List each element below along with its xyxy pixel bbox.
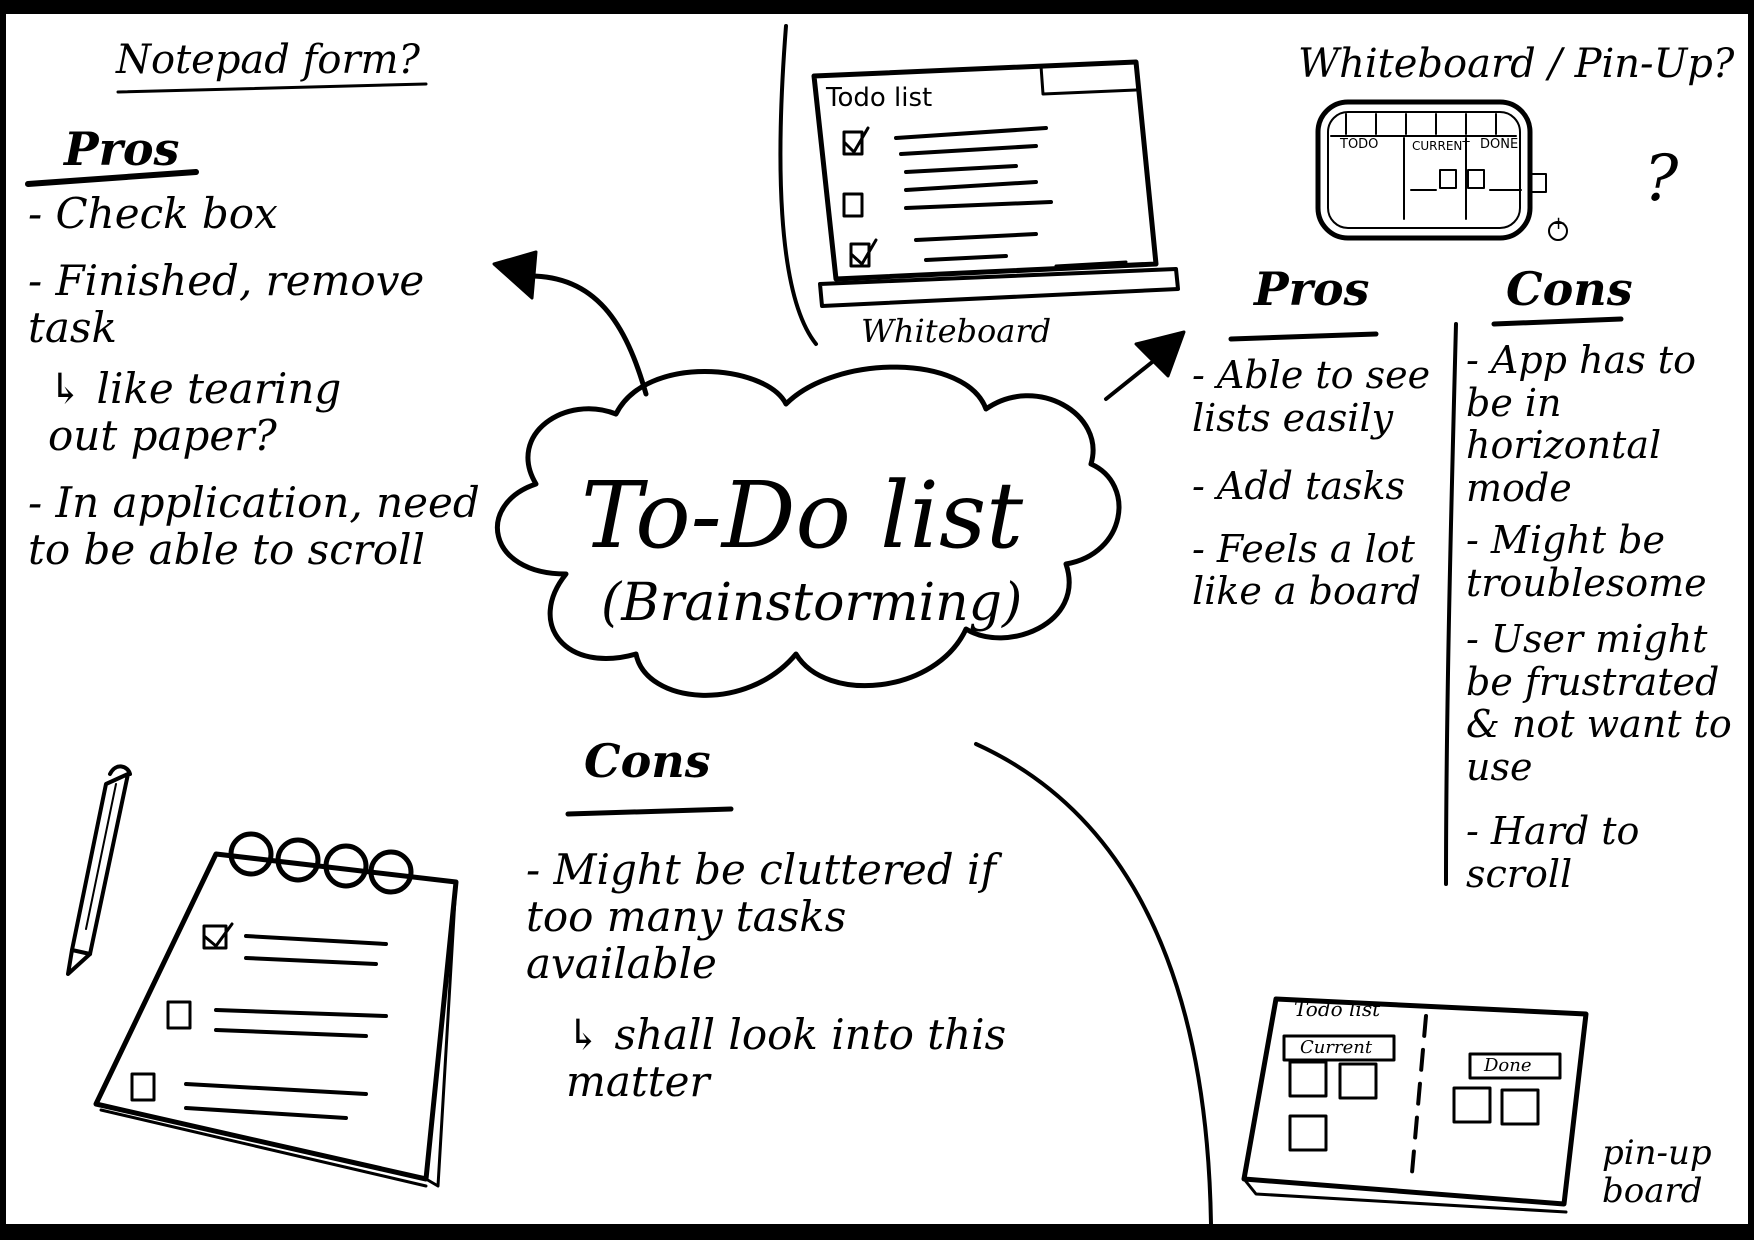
notepad-cons-header: Cons bbox=[584, 734, 711, 788]
whiteboard-con-item: - Might be troublesome bbox=[1466, 518, 1707, 605]
notepad-con-item: ↳ shall look into this matter bbox=[566, 1010, 1007, 1107]
notepad-cons-underline bbox=[565, 806, 734, 817]
sketch-drawings bbox=[25, 24, 1624, 1224]
whiteboard-question: Whiteboard / Pin-Up? bbox=[1298, 41, 1735, 87]
whiteboard-laptop-sketch bbox=[811, 59, 1180, 308]
whiteboard-cons-header: Cons bbox=[1506, 262, 1633, 316]
notepad-con-item: - Might be cluttered if too many tasks a… bbox=[526, 845, 996, 989]
notepad-pros-underline bbox=[25, 169, 199, 187]
whiteboard-pros-list: - Able to see lists easily - Add tasks -… bbox=[1192, 354, 1432, 613]
whiteboard-tablet-sketch bbox=[1315, 99, 1568, 241]
wb-cons-underline bbox=[1491, 316, 1624, 327]
whiteboard-pros-header: Pros bbox=[1254, 262, 1370, 316]
arrow-to-whiteboard-head bbox=[1134, 330, 1186, 378]
whiteboard-boundary bbox=[778, 24, 818, 346]
notepad-sketch bbox=[93, 831, 459, 1188]
arrow-to-whiteboard bbox=[1104, 357, 1158, 401]
notepad-pro-item: - In application, need to be able to scr… bbox=[28, 478, 480, 575]
notepad-question: Notepad form? bbox=[116, 37, 420, 83]
pinup-board-sketch bbox=[1241, 996, 1589, 1214]
whiteboard-canvas: Notepad form? Pros - Check box - Finishe… bbox=[6, 14, 1748, 1224]
pros-cons-divider bbox=[1444, 322, 1458, 886]
whiteboard-pro-item: - Add tasks bbox=[1192, 464, 1406, 509]
whiteboard-cons-list: - App has to be in horizontal mode - Mig… bbox=[1466, 339, 1746, 896]
tablet-add-icon: + bbox=[1551, 213, 1567, 234]
whiteboard-question-mark: ? bbox=[1644, 142, 1679, 216]
whiteboard-pro-item: - Able to see lists easily bbox=[1192, 353, 1431, 440]
tablet-col-current: CURRENT bbox=[1412, 139, 1470, 153]
center-subtitle: (Brainstorming) bbox=[601, 573, 1023, 633]
whiteboard-con-item: - User might be frustrated & not want to… bbox=[1466, 617, 1732, 789]
pinup-col-current: Current bbox=[1300, 1037, 1373, 1058]
notepad-cons-list: - Might be cluttered if too many tasks a… bbox=[526, 846, 1046, 1105]
pinup-col-done: Done bbox=[1484, 1055, 1532, 1076]
notepad-pros-header: Pros bbox=[64, 122, 180, 176]
arrow-to-notepad-head bbox=[492, 250, 538, 300]
whiteboard-con-item: - App has to be in horizontal mode bbox=[1466, 338, 1696, 510]
notepad-pro-item: ↳ like tearing out paper? bbox=[48, 364, 342, 461]
tablet-col-todo: TODO bbox=[1340, 137, 1379, 152]
pen-sketch bbox=[66, 764, 132, 976]
notepad-pro-item: - Finished, remove task bbox=[28, 256, 425, 353]
central-cloud bbox=[495, 364, 1122, 698]
tablet-col-done: DONE bbox=[1480, 137, 1519, 152]
notepad-pro-item: - Check box bbox=[28, 189, 278, 238]
center-title: To-Do list bbox=[581, 462, 1024, 569]
whiteboard-sketch-caption: Whiteboard bbox=[861, 312, 1052, 350]
section-divider-curve bbox=[974, 742, 1213, 1224]
notepad-pros-list: - Check box - Finished, remove task ↳ li… bbox=[28, 190, 498, 573]
wb-pros-underline bbox=[1228, 331, 1379, 342]
pinup-sketch-title: Todo list bbox=[1294, 997, 1381, 1021]
arrow-to-notepad bbox=[523, 273, 649, 397]
whiteboard-sketch-title: Todo list bbox=[826, 83, 933, 113]
whiteboard-pro-item: - Feels a lot like a board bbox=[1192, 526, 1421, 614]
pinup-caption: pin-up board bbox=[1602, 1133, 1712, 1212]
notepad-question-underline bbox=[116, 82, 428, 94]
whiteboard-con-item: - Hard to scroll bbox=[1466, 809, 1640, 897]
